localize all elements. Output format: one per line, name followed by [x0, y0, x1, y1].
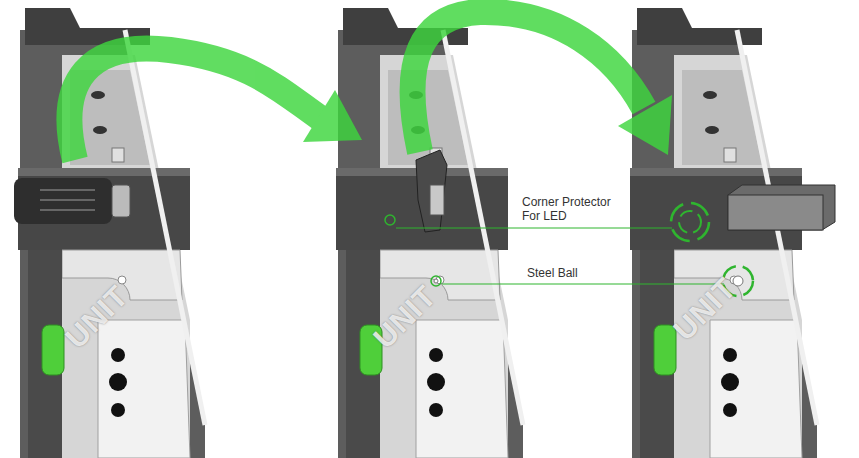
part-label: Steel Ball [527, 266, 578, 280]
part-label: Corner Protector For LED [522, 195, 626, 223]
